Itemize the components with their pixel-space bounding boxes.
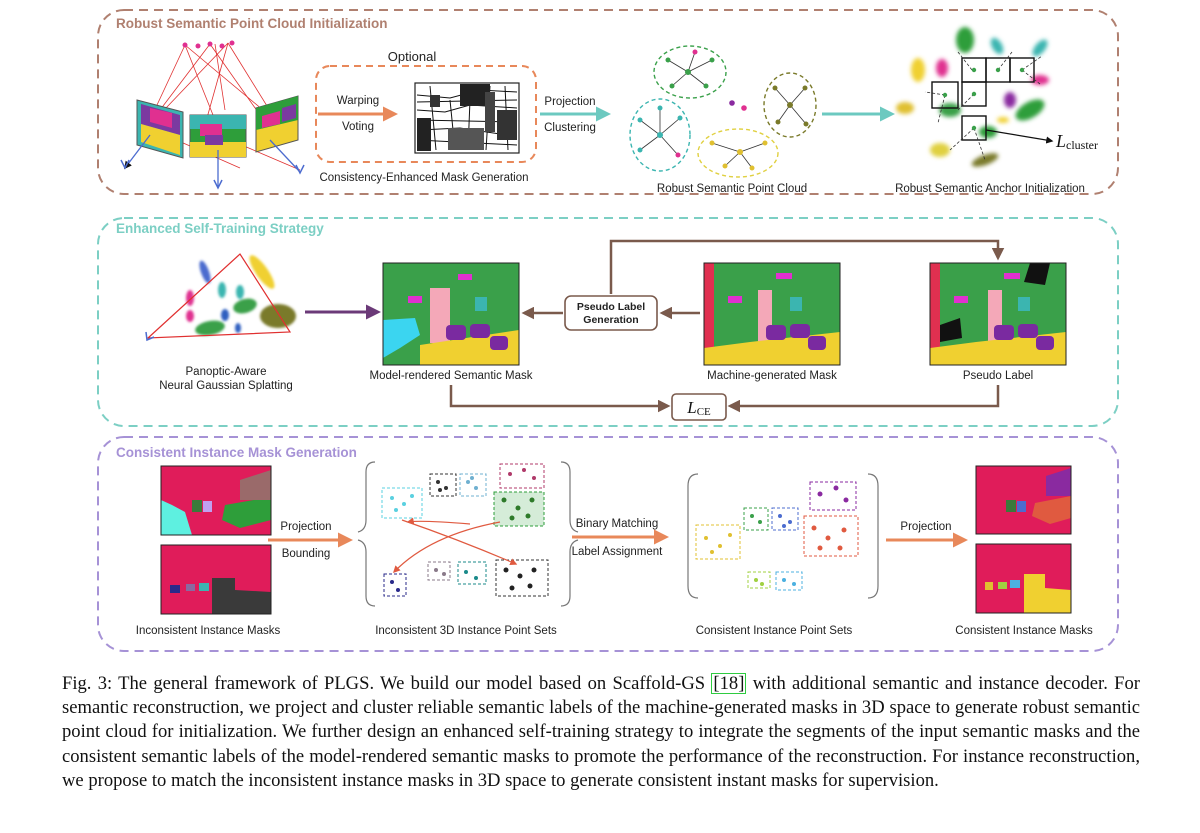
rsai-label: Robust Semantic Anchor Initialization (895, 183, 1085, 195)
gaussian-splatting (145, 253, 296, 342)
warping-label: Warping (337, 95, 379, 107)
consistency-mask-image (414, 82, 520, 154)
consistent-sets-label: Consistent Instance Point Sets (696, 625, 853, 637)
binary-matching-label: Binary Matching (576, 518, 658, 530)
section1-frame (97, 9, 1119, 195)
semantic-point-cloud (629, 45, 817, 178)
multiview-cameras (120, 40, 305, 190)
inconsistent-mask-top (160, 465, 272, 536)
figure-caption: Fig. 3: The general framework of PLGS. W… (62, 672, 1140, 793)
s3-projection-label: Projection (280, 521, 331, 533)
section3-title: Consistent Instance Mask Generation (116, 445, 357, 460)
rspc-label: Robust Semantic Point Cloud (657, 183, 807, 195)
pseudo-label-caption: Pseudo Label (963, 370, 1033, 382)
model-rendered-mask-image (382, 262, 520, 366)
consistent-point-sets (687, 473, 879, 599)
projection-label: Projection (544, 96, 595, 108)
machine-generated-mask-image (703, 262, 841, 366)
s3-projection2-label: Projection (900, 521, 951, 533)
pseudo-label-image (929, 262, 1067, 366)
framework-figure: Robust Semantic Point Cloud Initializati… (97, 9, 1119, 652)
plg-label-2: Generation (583, 314, 638, 326)
citation-link[interactable]: [18] (711, 673, 747, 694)
pseudo-to-loss-arrow (727, 385, 1000, 413)
ce-loss-box (671, 393, 727, 421)
voting-label: Voting (342, 121, 374, 133)
label-assignment-label: Label Assignment (572, 546, 664, 558)
section2-title: Enhanced Self-Training Strategy (116, 221, 324, 236)
model-rendered-label: Model-rendered Semantic Mask (370, 370, 533, 382)
section3-frame (97, 436, 1119, 652)
section1-title: Robust Semantic Point Cloud Initializati… (116, 16, 388, 31)
anchor-initialization: Lcluster (896, 27, 1098, 167)
inconsistent-mask-bottom (160, 544, 272, 615)
bounding-label: Bounding (282, 548, 331, 560)
gauss-label-1: Panoptic-Aware (186, 366, 267, 378)
consistent-mask-top (975, 465, 1072, 535)
section2-frame (97, 217, 1119, 427)
inconsistent-sets-label: Inconsistent 3D Instance Point Sets (375, 625, 557, 637)
cluster-loss: Lcluster (1055, 131, 1098, 152)
consistent-masks-label: Consistent Instance Masks (955, 625, 1093, 637)
cemg-label: Consistency-Enhanced Mask Generation (319, 172, 528, 184)
ce-loss: LCE (686, 398, 711, 418)
optional-label: Optional (388, 49, 437, 64)
inconsistent-masks-label: Inconsistent Instance Masks (136, 625, 281, 637)
consistent-mask-bottom (975, 543, 1072, 614)
pseudo-label-generation-box (564, 295, 658, 331)
clustering-label: Clustering (544, 122, 596, 134)
optional-box (315, 65, 537, 163)
plg-label-1: Pseudo Label (577, 301, 645, 313)
machine-generated-label: Machine-generated Mask (707, 370, 837, 382)
plg-to-pseudo-arrow (609, 239, 1005, 294)
caption-text-2: with additional semantic and instance de… (62, 673, 1140, 791)
caption-text-1: Fig. 3: The general framework of PLGS. W… (62, 673, 712, 694)
inconsistent-point-sets (357, 461, 579, 607)
rendered-to-loss-arrow (449, 385, 671, 413)
gauss-label-2: Neural Gaussian Splatting (159, 380, 293, 392)
